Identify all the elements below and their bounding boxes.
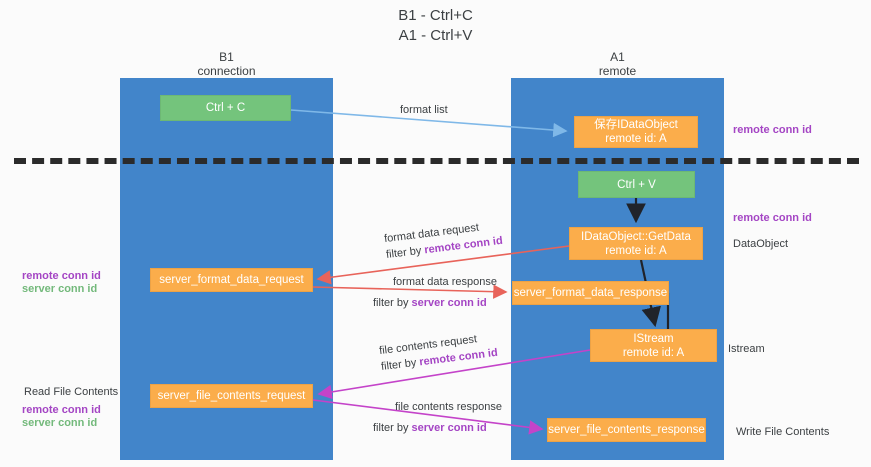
filter-prefix: filter by [380,356,421,374]
edge-label-file-contents-request: file contents request filter by remote c… [378,330,498,374]
diagram-title: B1 - Ctrl+C A1 - Ctrl+V [0,6,871,46]
node-save-idataobject[interactable]: 保存IDataObject remote id: A [574,116,698,148]
filter-key-server-conn-id: server conn id [411,422,487,434]
node-istream-line1: IStream [633,332,674,345]
annotation-right-top-remote-conn-id: remote conn id [733,124,812,136]
node-server-file-contents-response-label: server_file_contents_response [548,424,705,436]
annotation-right-mid-remote-conn-id: remote conn id [733,212,812,224]
annotation-left-server-conn-id: server conn id [22,283,98,295]
node-ctrl-c[interactable]: Ctrl + C [160,95,291,121]
edge-label-format-data-response: format data response filter by server co… [373,275,497,310]
edge-format-data-response-title: format data response [393,276,497,288]
node-idataobject-getdata[interactable]: IDataObject::GetData remote id: A [569,227,703,260]
edge-label-format-data-request: format data request filter by remote con… [383,218,503,262]
node-server-format-data-request-label: server_format_data_request [159,274,304,286]
column-a1-role: remote [598,64,637,78]
node-server-file-contents-request[interactable]: server_file_contents_request [150,384,313,408]
column-b1-role: connection [197,64,256,78]
edge-format-data-response-filter: filter by server conn id [373,296,497,310]
node-ctrl-v[interactable]: Ctrl + V [578,171,695,198]
column-b1-name: B1 [219,50,234,64]
edge-label-file-contents-response: file contents response filter by server … [373,400,503,435]
title-line-1: B1 - Ctrl+C [398,7,473,24]
edge-file-contents-response-title: file contents response [395,401,503,413]
annotation-right-write-file-contents: Write File Contents [736,426,830,438]
node-istream-line2: remote id: A [622,346,685,359]
phase-divider [14,158,859,164]
node-server-format-data-request[interactable]: server_format_data_request [150,268,313,292]
node-istream[interactable]: IStream remote id: A [590,329,717,362]
annotation-left-bottom-server-conn-id: server conn id [22,417,98,429]
annotation-right-dataobject: DataObject [733,238,789,250]
title-line-2: A1 - Ctrl+V [398,27,473,44]
filter-prefix: filter by [373,297,412,309]
column-a1-name: A1 [610,50,625,64]
filter-prefix: filter by [385,244,426,262]
node-server-format-data-response-label: server_format_data_response [513,287,668,299]
node-server-file-contents-request-label: server_file_contents_request [157,390,306,402]
node-save-idataobject-line1: 保存IDataObject [594,119,678,131]
filter-key-server-conn-id: server conn id [411,297,487,309]
node-getdata-line2: remote id: A [605,244,667,257]
annotation-right-istream: Istream [728,343,765,355]
edge-file-contents-response-filter: filter by server conn id [373,421,502,435]
annotation-left-bottom-remote-conn-id: remote conn id [22,404,101,416]
edge-label-format-list: format list [400,104,448,116]
column-header-a1: A1 remote [511,50,724,78]
column-header-b1: B1 connection [120,50,333,78]
node-save-idataobject-line2: remote id: A [605,133,667,145]
node-server-file-contents-response[interactable]: server_file_contents_response [547,418,706,442]
annotation-left-read-file-contents: Read File Contents [24,386,119,398]
node-ctrl-v-label: Ctrl + V [617,178,656,191]
filter-prefix: filter by [373,422,412,434]
node-ctrl-c-label: Ctrl + C [205,102,246,114]
annotation-left-remote-conn-id: remote conn id [22,270,101,282]
node-server-format-data-response[interactable]: server_format_data_response [512,281,669,305]
node-getdata-line1: IDataObject::GetData [581,230,691,243]
